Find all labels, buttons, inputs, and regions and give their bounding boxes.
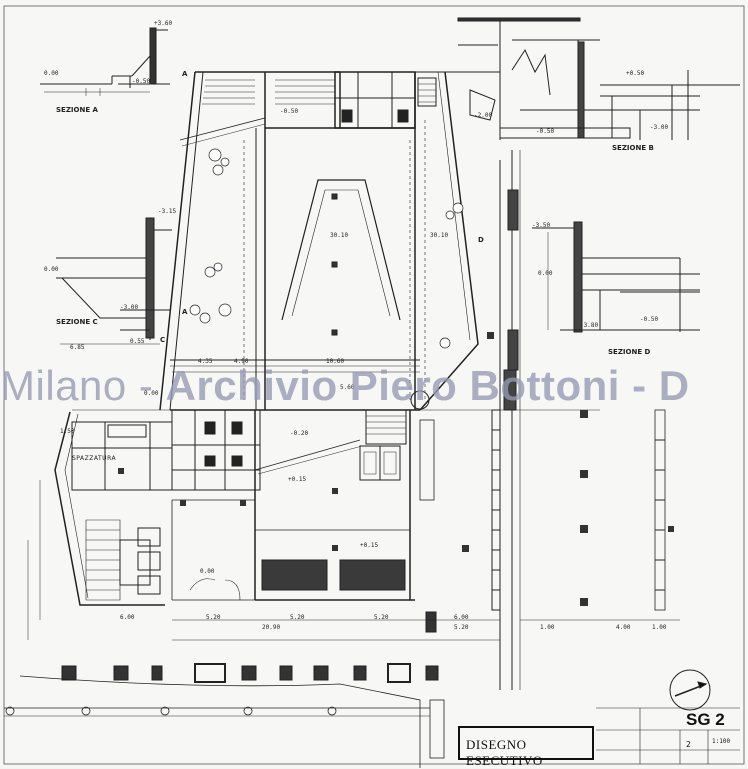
elevation-mark: 0.00	[44, 266, 59, 273]
dimension-label: 10.60	[326, 358, 345, 365]
section-b-drawing	[457, 17, 740, 140]
dimension-label: 1.00	[540, 624, 555, 631]
elevation-mark: 0.00	[44, 70, 59, 77]
elevation-mark: -3.15	[158, 208, 177, 215]
dimension-label: 5.20	[454, 624, 469, 631]
sheet-border	[3, 5, 745, 765]
pillar-grid	[118, 332, 674, 606]
room-label: SPAZZATURA	[72, 455, 117, 462]
section-c-label: SEZIONE C	[56, 318, 98, 326]
title-block-label: DISEGNO ESECUTIVO	[466, 737, 543, 768]
elevation-mark: +0.50	[626, 70, 645, 77]
elevation-mark: -3.50	[532, 222, 551, 229]
sheet-number: 2	[686, 740, 691, 749]
dimension-label: 6.00	[454, 614, 469, 621]
drawing-scale: 1:100	[712, 738, 731, 745]
dimension-label: 1.00	[652, 624, 667, 631]
upper-building	[159, 71, 500, 411]
section-marker-a-top: A	[182, 70, 188, 78]
dimension-lines	[27, 371, 680, 640]
road	[4, 675, 445, 768]
elevation-mark: 0.00	[200, 568, 215, 575]
lower-building	[54, 409, 600, 641]
watermark-bold: Archivio Piero Bottoni - D	[165, 362, 690, 409]
dimension-label: 30.10	[430, 232, 449, 239]
elevation-mark: -0.50	[640, 316, 659, 323]
elevation-mark: 0.00	[538, 270, 553, 277]
dimension-label: 30.10	[330, 232, 349, 239]
elevation-mark: -3.00	[120, 304, 139, 311]
elevation-mark: -2.00	[474, 112, 493, 119]
watermark-prefix: Milano -	[0, 362, 166, 409]
elevation-mark: -0.20	[290, 430, 309, 437]
section-b-label: SEZIONE B	[612, 144, 654, 152]
section-d-label: SEZIONE D	[608, 348, 651, 356]
elevation-mark: +0.15	[360, 542, 379, 549]
dimension-label: 6.85	[70, 344, 85, 351]
section-a-label: SEZIONE A	[56, 106, 98, 114]
section-marker-a-bottom: A	[182, 308, 188, 316]
elevation-mark: +3.60	[154, 20, 173, 27]
dimension-label: 0.55	[130, 338, 145, 345]
north-arrow-icon	[669, 669, 711, 711]
section-d-drawing	[532, 221, 700, 333]
elevation-mark: -0.50	[132, 78, 151, 85]
sheet-code: SG 2	[686, 710, 725, 729]
trees	[189, 148, 464, 349]
dimension-label: 5.20	[374, 614, 389, 621]
dimension-label: 5.60	[340, 384, 355, 391]
bottom-blocks	[61, 663, 439, 683]
dimension-label: 4.00	[616, 624, 631, 631]
section-marker-c: C	[160, 336, 166, 344]
dimension-label: 5.20	[290, 614, 305, 621]
elevation-mark: -3.00	[650, 124, 669, 131]
dimension-label: 5.20	[206, 614, 221, 621]
archive-watermark: Milano - Archivio Piero Bottoni - D	[0, 362, 748, 410]
dimension-label: 4.35	[198, 358, 213, 365]
section-marker-d: D	[478, 236, 484, 244]
title-area	[596, 707, 740, 764]
elevation-mark: -3.80	[580, 322, 599, 329]
elevation-mark: 0.00	[144, 390, 159, 397]
dimension-label: 1.50	[60, 428, 75, 435]
dimension-label: 20.90	[262, 624, 281, 631]
elevation-mark: -0.50	[536, 128, 555, 135]
dimension-label: 6.00	[120, 614, 135, 621]
section-c-drawing	[56, 217, 172, 345]
dimension-label: 4.90	[234, 358, 249, 365]
elevation-mark: -0.50	[280, 108, 299, 115]
section-a-drawing	[40, 27, 170, 96]
title-block: DISEGNO ESECUTIVO	[458, 726, 594, 768]
elevation-mark: +0.15	[288, 476, 307, 483]
street	[419, 150, 666, 690]
